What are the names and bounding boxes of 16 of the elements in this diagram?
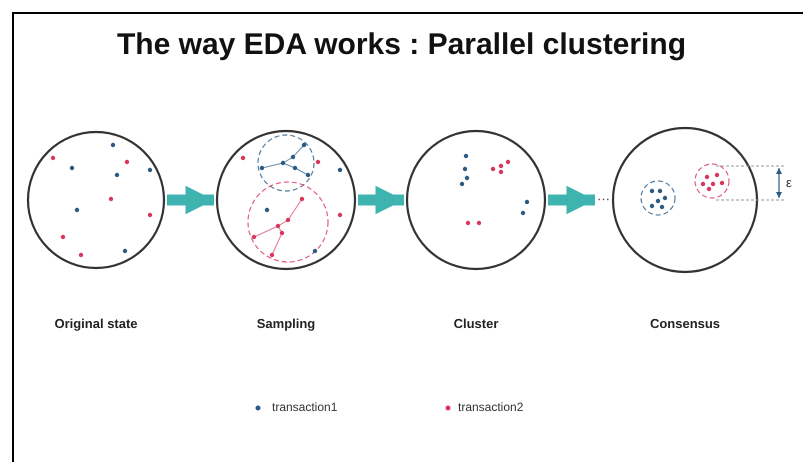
ellipsis-label: ··· [597, 191, 610, 206]
block-arrow [548, 186, 595, 214]
block-arrow [358, 186, 404, 214]
state-circle [611, 126, 759, 274]
stage-label: Consensus [650, 316, 720, 331]
state-circle [405, 129, 547, 271]
state-circle [26, 130, 166, 270]
legend-text: transaction1 [272, 400, 338, 414]
stage-label: Original state [54, 316, 138, 331]
stage-label: Cluster [454, 316, 498, 331]
block-arrow [167, 186, 214, 214]
legend-text: transaction2 [458, 400, 524, 414]
state-circle [215, 129, 357, 271]
epsilon-label: ε [786, 175, 792, 190]
stage-label: Sampling [256, 316, 316, 331]
diagram-title: The way EDA works : Parallel clustering [116, 28, 688, 62]
